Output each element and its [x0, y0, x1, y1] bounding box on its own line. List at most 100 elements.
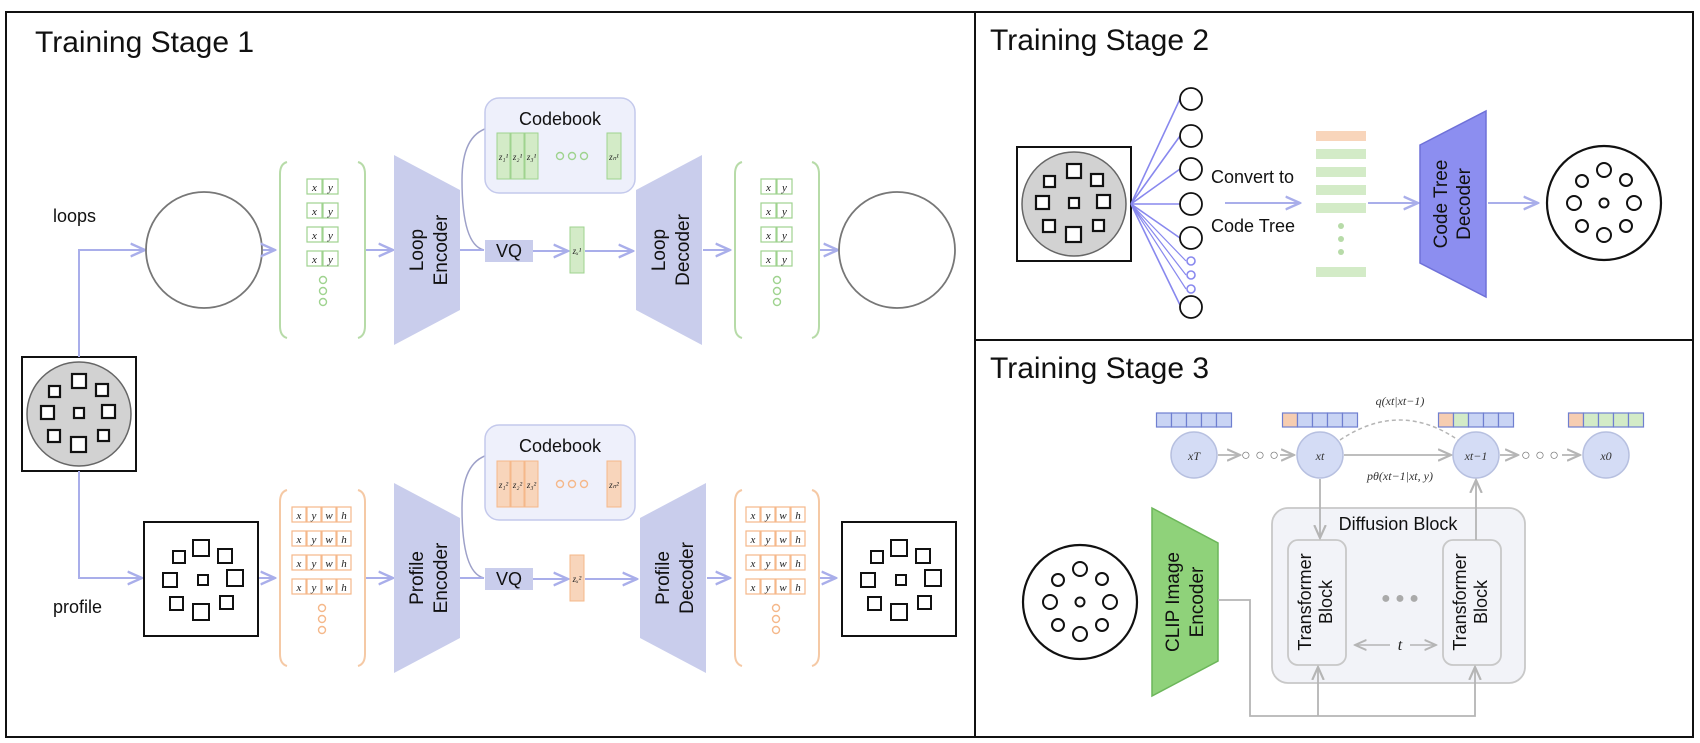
forward-process-curve: [1339, 419, 1459, 441]
clip-condition-path-right: [1218, 599, 1475, 717]
loop-param-cell: y: [327, 254, 333, 266]
profile-encoder-label-2: Encoder: [431, 542, 452, 613]
loop-encoder-label-1: Loop: [407, 229, 428, 271]
token-cell: [1200, 412, 1218, 428]
tree-node: [1179, 157, 1203, 181]
tree-node-ellipsis: [1186, 256, 1196, 266]
loop-codebook-entry: z₁¹: [498, 152, 509, 162]
loop-param-cell: y: [327, 206, 333, 218]
code-tree-fan: [1130, 87, 1203, 319]
profile-param-cell: w: [779, 510, 787, 522]
ellipsis-dot: [771, 625, 781, 635]
profile-param-cell: x: [296, 534, 302, 546]
loop-param-cell: y: [781, 254, 787, 266]
profile-param-cell: w: [325, 510, 333, 522]
loop-param-cell: x: [765, 254, 771, 266]
ellipsis-dot: [318, 297, 328, 307]
loop-code-label: zₓ¹: [572, 246, 582, 256]
loop-decoder-label-1: Loop: [649, 229, 670, 271]
profile-param-cell: y: [311, 510, 317, 522]
clip-image-encoder: CLIP Image Encoder: [1151, 506, 1219, 698]
tree-edge: [1130, 203, 1187, 276]
loop-encoder-label-2: Encoder: [431, 214, 452, 285]
profile-param-cell: x: [750, 558, 756, 570]
tree-edge: [1130, 203, 1187, 290]
profile-param-cell: x: [750, 510, 756, 522]
loop-vq-box: [485, 240, 533, 262]
stage2-title: Training Stage 2: [990, 24, 1209, 57]
token-cell: [1597, 412, 1615, 428]
ellipsis-dot: [771, 603, 781, 613]
token-cell: [1311, 412, 1329, 428]
ellipsis-dot: [772, 286, 782, 296]
ellipsis-dot: [567, 479, 577, 489]
stage1-input-image: [21, 356, 137, 472]
token-cell: [1627, 412, 1645, 428]
transformer-block-left: Transformer Block: [1287, 539, 1347, 666]
transformer-block-right: Transformer Block: [1442, 539, 1502, 666]
loop-param-cell: y: [781, 206, 787, 218]
ellipsis-dot: [772, 297, 782, 307]
tree-edge: [1130, 98, 1181, 205]
profile-param-cell: h: [341, 534, 347, 546]
profile-codebook-title: Codebook: [519, 436, 602, 456]
profile-param-cell: y: [311, 582, 317, 594]
state-xt-1: xt−1: [1452, 431, 1500, 479]
state-xT-label: xT: [1187, 449, 1201, 463]
tree-edge: [1130, 203, 1181, 306]
state-xt-1-label: xt−1: [1464, 449, 1488, 463]
profile-param-cell: y: [765, 510, 771, 522]
convert-label-2: Code Tree: [1211, 216, 1295, 236]
transformer-left-label-2: Block: [1316, 579, 1336, 624]
code-tree-decoder: Code Tree Decoder: [1419, 109, 1487, 299]
profile-decoder-label-2: Decoder: [677, 541, 698, 613]
forward-process-label: q(xt|xt−1): [1376, 394, 1425, 408]
profile-decoder-label-1: Profile: [653, 551, 674, 605]
ellipsis: ○ ○ ○: [1521, 447, 1559, 464]
stage2-output-profile: [1545, 144, 1663, 262]
profile-codebook-entry: z₁²: [498, 480, 509, 490]
profile-input-image: [143, 521, 259, 637]
token-cell: [1582, 412, 1600, 428]
loop-param-cell: x: [311, 230, 317, 242]
tree-node: [1179, 124, 1203, 148]
token-cell: [1467, 412, 1485, 428]
profile-codebook-entry: z₂²: [512, 480, 523, 490]
token-cell: [1612, 412, 1630, 428]
profile-param-cell: h: [795, 558, 801, 570]
profile-encoder: Profile Encoder: [394, 483, 460, 673]
token-cell: [1341, 412, 1359, 428]
loop-param-cell: y: [327, 230, 333, 242]
profile-codebook-link: [461, 454, 489, 579]
ellipsis-dot: [555, 479, 565, 489]
tree-node: [1179, 295, 1203, 319]
token-cell: [1281, 412, 1299, 428]
profile-param-cell: w: [779, 582, 787, 594]
profile-param-cell: h: [795, 534, 801, 546]
loop-param-cell: x: [311, 206, 317, 218]
loop-codebook-title: Codebook: [519, 109, 602, 129]
stage1-title: Training Stage 1: [35, 26, 254, 59]
clip-encoder-label-1: CLIP Image: [1163, 552, 1184, 652]
code-tree-tokens: [1316, 131, 1366, 277]
loops-label: loops: [53, 206, 96, 226]
tree-node-ellipsis: [1186, 270, 1196, 280]
state-x0-label: x0: [1599, 449, 1611, 463]
code-tree-decoder-label-1: Code Tree: [1431, 160, 1452, 249]
profile-param-cell: w: [779, 558, 787, 570]
reverse-process-label: pθ(xt−1|xt, y): [1366, 469, 1433, 483]
tree-edge: [1130, 203, 1187, 262]
token-cell: [1215, 412, 1233, 428]
ellipsis-dot: [567, 151, 577, 161]
token-cell: [1296, 412, 1314, 428]
loops-branch-arrow: [78, 250, 145, 357]
